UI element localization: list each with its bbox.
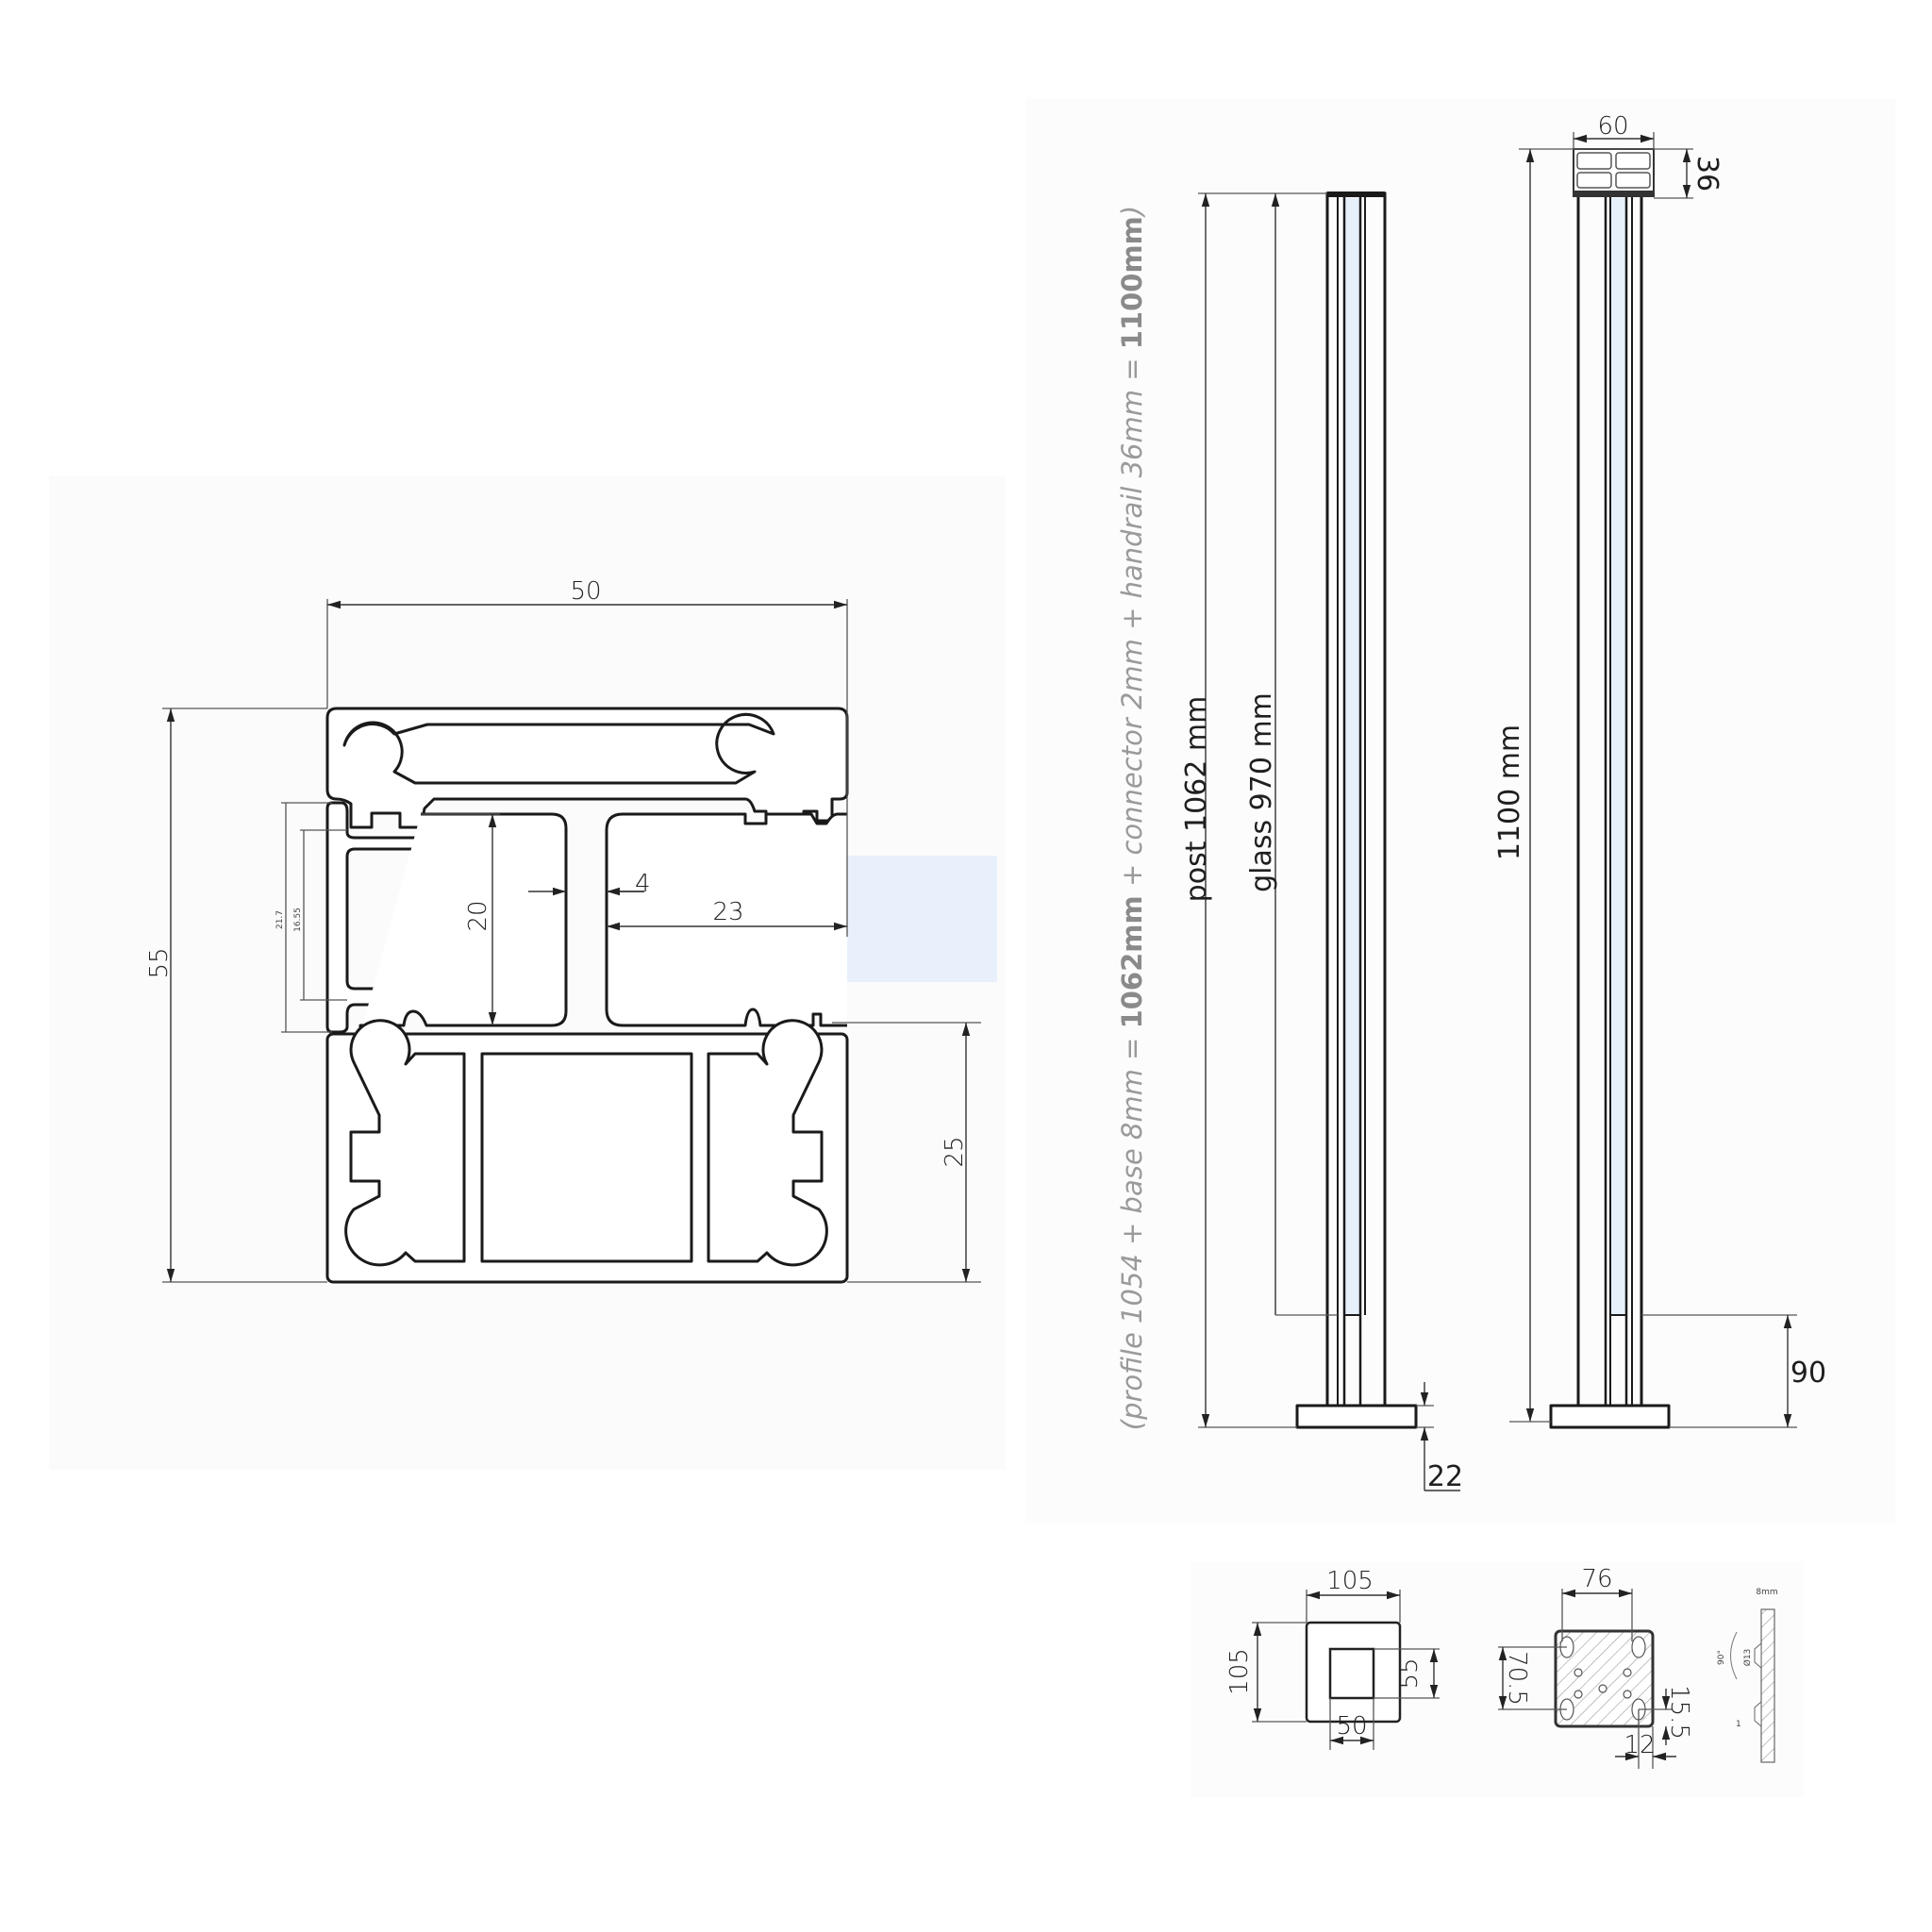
elevation-background	[1025, 99, 1895, 1524]
height-dimension-label: 55	[145, 947, 174, 978]
plate-details: 105 105 55 50 76 70.5	[1191, 1561, 1804, 1797]
edge-x-label: 12	[1624, 1731, 1655, 1759]
total-height-label: 1100 mm	[1493, 724, 1526, 860]
cover-width-label: 105	[1326, 1567, 1374, 1595]
right-screw-channel	[707, 1019, 828, 1267]
glass-offset-label: 90	[1790, 1357, 1826, 1390]
inner-height-label: 55	[1395, 1657, 1424, 1689]
base-height-22-label: 22	[1427, 1460, 1463, 1493]
chamber-height-label: 20	[464, 900, 492, 931]
base-flange	[1549, 1404, 1671, 1429]
hole-spacing-x-label: 76	[1581, 1565, 1612, 1593]
hole-diameter-label: Ø13	[1742, 1649, 1753, 1667]
post-without-handrail	[1295, 192, 1418, 1429]
width-dimension-label: 50	[570, 577, 601, 606]
handrail-profile	[1573, 148, 1655, 197]
clip-outer-label: 21.7	[275, 910, 285, 929]
glass-height-label: glass 970 mm	[1245, 692, 1278, 892]
profile-cross-section: 50 55 4 23 20 25 21.7 16.55	[49, 476, 1006, 1470]
cover-height-label: 105	[1225, 1648, 1254, 1695]
plate-thickness-label: 8mm	[1756, 1588, 1777, 1597]
left-chamber	[358, 812, 568, 1034]
top-panel-slot	[342, 712, 775, 785]
clip-inner-label: 16.55	[293, 908, 303, 932]
inner-width-label: 50	[1336, 1712, 1367, 1740]
right-slot	[605, 812, 847, 1027]
slot-depth-dimension-label: 23	[712, 898, 743, 926]
gap-dimension-label: 4	[635, 870, 651, 898]
handrail-width-label: 60	[1597, 112, 1628, 141]
height-formula-note: (profile 1054 + base 8mm = 1062mm + conn…	[1116, 206, 1148, 1430]
center-cavity	[480, 1052, 693, 1263]
base-plate: 76 70.5 15.5 12	[1498, 1565, 1693, 1769]
hole-spacing-y-label: 70.5	[1503, 1651, 1531, 1706]
cover-plate: 105 105 55 50	[1225, 1567, 1440, 1750]
glass-clip	[325, 801, 458, 1034]
base-flange	[1295, 1404, 1418, 1429]
post-height-label: post 1062 mm	[1180, 696, 1213, 903]
post-elevations: (profile 1054 + base 8mm = 1062mm + conn…	[1025, 99, 1895, 1524]
handrail-height-label: 36	[1690, 156, 1724, 192]
side-offset-label: 1	[1736, 1720, 1741, 1729]
edge-y-label: 15.5	[1665, 1685, 1693, 1740]
post-with-handrail	[1549, 148, 1671, 1429]
countersink-angle-label: 90°	[1717, 1650, 1726, 1665]
plate-side-view: 8mm 90° Ø13 1	[1717, 1588, 1778, 1763]
base-height-label: 25	[941, 1136, 969, 1167]
left-screw-channel	[344, 1019, 466, 1267]
